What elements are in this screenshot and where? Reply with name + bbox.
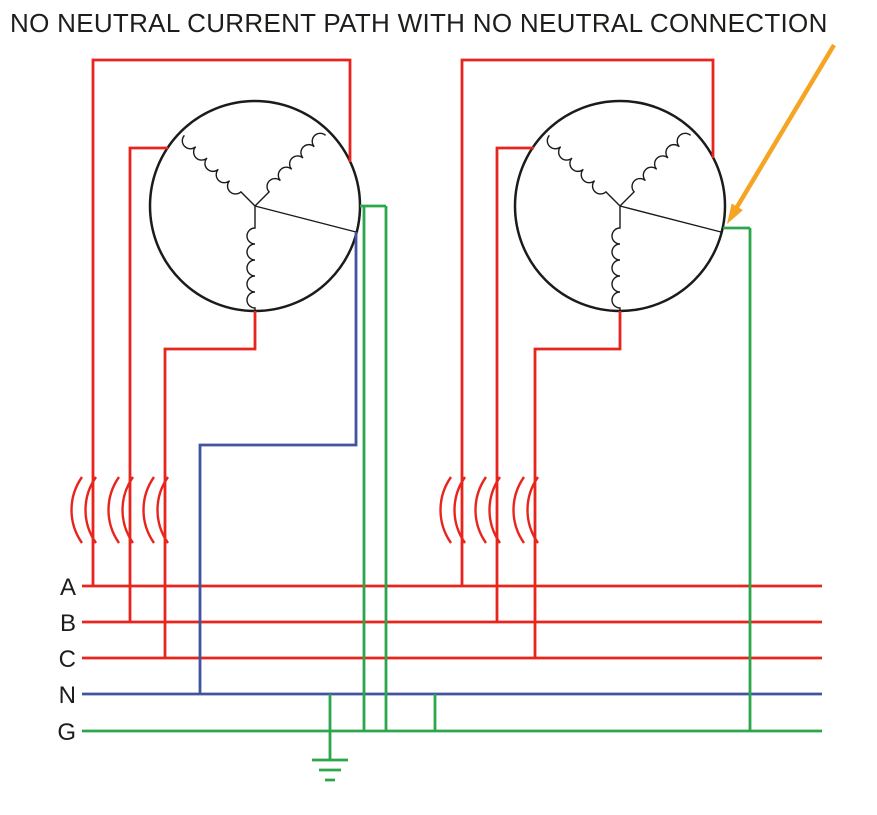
meter2-windings <box>546 132 722 311</box>
bus-c-label: C <box>59 646 76 673</box>
meter1-ct-a <box>70 476 97 544</box>
bus-g-label: G <box>57 719 76 746</box>
phase-wiring <box>70 58 822 660</box>
annotation-arrow-line <box>735 43 836 209</box>
bus-labels: A B C N G <box>57 574 76 746</box>
meter1-phase-b-wire <box>128 146 168 622</box>
meter1-ct-b <box>107 476 134 544</box>
meter1-phase-c-wire <box>163 311 257 658</box>
bus-b-label: B <box>60 610 76 637</box>
meter1-phase-a-wire <box>91 58 352 586</box>
ground-wiring <box>82 204 822 782</box>
annotation-arrow <box>727 43 836 224</box>
meter1-ct-c <box>142 476 169 544</box>
diagram-title: NO NEUTRAL CURRENT PATH WITH NO NEUTRAL … <box>10 8 828 38</box>
bus-n-label: N <box>59 682 76 709</box>
bus-a-label: A <box>60 574 76 601</box>
meter1-windings <box>181 132 357 311</box>
meter2-phase-a-wire <box>460 58 715 586</box>
meter-outlines <box>148 99 727 313</box>
meter2-ct-c <box>512 476 539 544</box>
meter1-neutral-wire <box>198 232 358 694</box>
meter2-ground-wire <box>723 226 752 731</box>
neutral-wiring <box>82 232 822 696</box>
meter2-phase-b-wire <box>495 146 534 622</box>
meter2-ct-b <box>474 476 501 544</box>
meter2-phase-c-wire <box>533 311 622 658</box>
meter1-ground-wires <box>360 204 388 731</box>
ground-symbol <box>312 694 348 782</box>
meter2-ct-a <box>439 476 466 544</box>
annotation-arrowhead <box>727 203 743 224</box>
